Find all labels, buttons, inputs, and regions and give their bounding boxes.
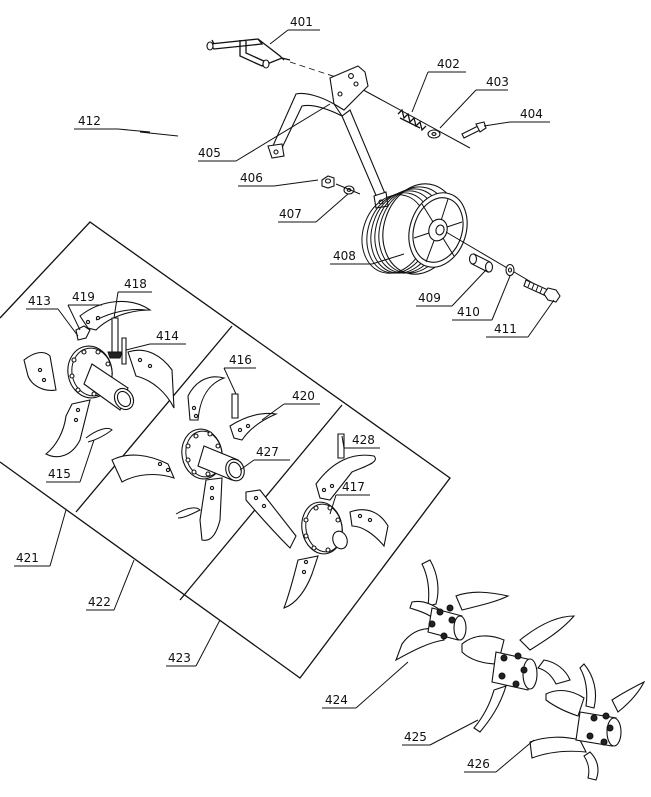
nut-406 [321,175,335,189]
label-419: 419 [72,290,95,304]
spring-402 [397,108,427,132]
spacer-409 [468,253,494,273]
label-420: 420 [292,389,315,403]
label-403: 403 [486,75,509,89]
washer-403 [427,129,441,139]
label-427: 427 [256,445,279,459]
assembled-tine-424 [394,559,510,662]
tine-set-421 [23,300,175,458]
label-411: 411 [494,322,517,336]
wheel-bracket-405 [267,65,389,209]
label-408: 408 [333,249,356,263]
leader-lines [14,29,555,773]
handle-bar-401 [206,38,291,69]
label-428: 428 [352,433,375,447]
wheel-408 [361,183,468,275]
tine-set-422 [111,376,279,541]
bolt-411 [523,279,561,303]
label-405: 405 [198,146,221,160]
label-409: 409 [418,291,441,305]
label-425: 425 [404,730,427,744]
label-412: 412 [78,114,101,128]
label-423: 423 [168,651,191,665]
washer-407 [343,185,355,195]
label-424: 424 [325,693,348,707]
pin-404 [461,121,487,139]
tine-set-423 [245,433,389,609]
label-402: 402 [437,57,460,71]
label-418: 418 [124,277,147,291]
label-415: 415 [48,467,71,481]
label-421: 421 [16,551,39,565]
label-406: 406 [240,171,263,185]
part-labels: 401 402 403 404 405 406 407 408 409 410 … [16,15,543,771]
label-410: 410 [457,305,480,319]
label-407: 407 [279,207,302,221]
washer-410 [505,263,515,277]
label-417: 417 [342,480,365,494]
assembled-tine-426 [529,663,646,781]
label-422: 422 [88,595,111,609]
label-414: 414 [156,329,179,343]
label-413: 413 [28,294,51,308]
assembled-tine-425 [461,615,576,733]
label-404: 404 [520,107,543,121]
label-426: 426 [467,757,490,771]
label-416: 416 [229,353,252,367]
label-401: 401 [290,15,313,29]
